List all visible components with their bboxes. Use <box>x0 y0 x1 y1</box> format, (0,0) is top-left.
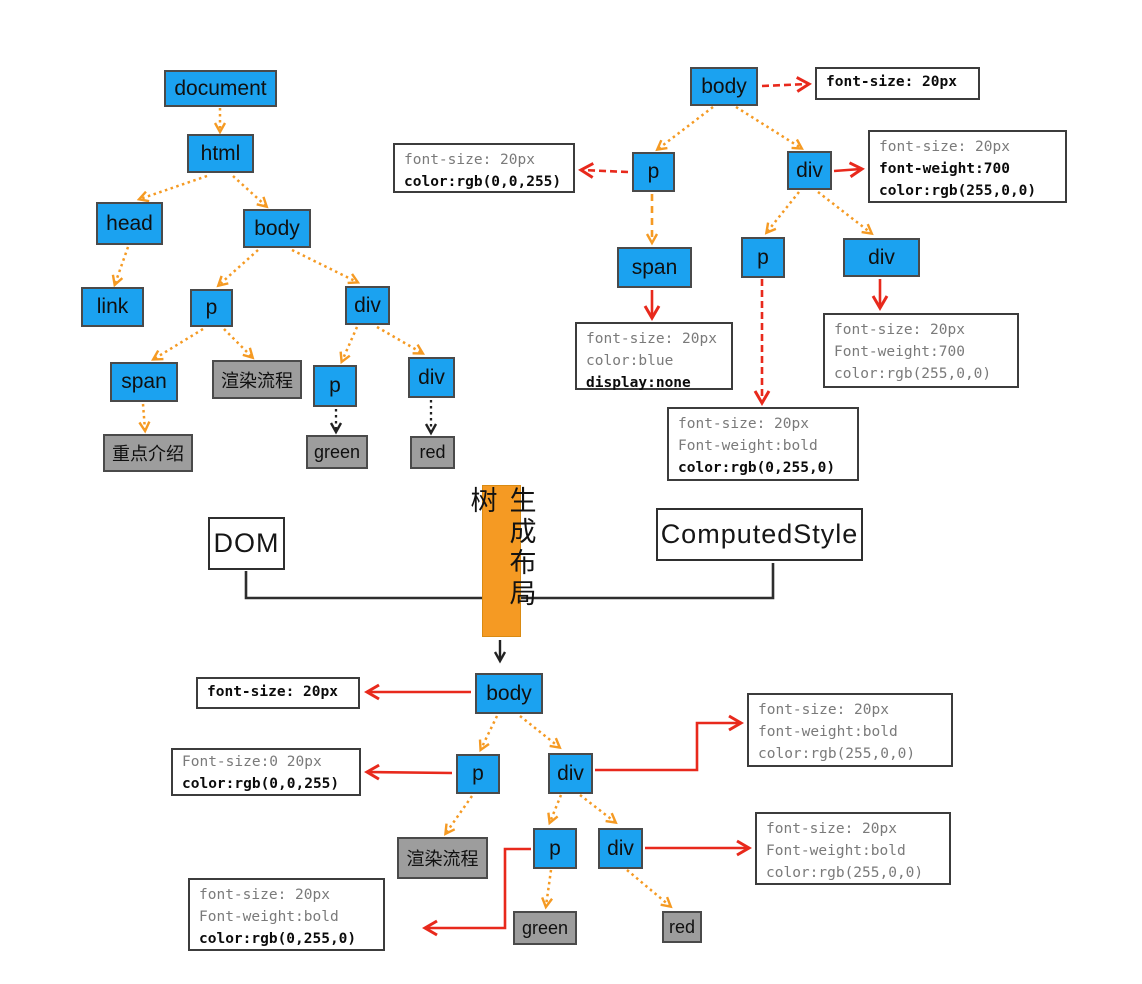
style-property-line: Font-weight:bold <box>766 842 906 859</box>
style-property-line: font-size: 20px <box>826 74 957 90</box>
style-property-line: font-size: 20px <box>199 887 330 903</box>
layout-node-div2: div <box>598 828 643 869</box>
arrow-csp-stylebox <box>578 162 629 179</box>
arrow-html-body <box>232 175 269 209</box>
cs-style-box-div: font-size: 20px font-weight:700 color:rgb(… <box>868 130 1067 203</box>
arrow-span-highlight <box>138 403 151 434</box>
style-property-line: color:rgb(255,0,0) <box>879 182 1037 199</box>
layout-node-render-flow: 渲染流程 <box>397 837 488 879</box>
style-property-line: font-size: 20px <box>586 331 717 347</box>
arrow-csbody-p <box>655 106 714 152</box>
arrow-p-renderflow <box>223 328 255 360</box>
layout-node-body: body <box>475 673 543 714</box>
cs-node-div2: div <box>843 238 920 277</box>
layout-node-green: green <box>513 911 577 945</box>
arrow-div-div2 <box>376 325 426 355</box>
cs-style-box-span: font-size: 20px color:blue display:none <box>575 322 733 391</box>
dom-node-head: head <box>96 202 163 245</box>
style-property-line: display:none <box>586 374 691 391</box>
style-property-line: font-size: 20px <box>678 416 809 432</box>
dom-node-html: html <box>187 134 254 173</box>
arrow-ltdiv-p2 <box>547 794 563 826</box>
dom-node-document: document <box>164 70 277 107</box>
cs-node-span: span <box>617 247 692 288</box>
dom-node-render-flow: 渲染流程 <box>212 360 302 399</box>
arrow-csdiv-stylebox <box>833 161 865 179</box>
dom-node-red: red <box>410 436 455 469</box>
arrow-ltp-stylebox <box>364 763 453 781</box>
cs-node-body: body <box>690 67 758 106</box>
style-property-line: font-size: 20px <box>207 684 338 700</box>
style-property-line: color:rgb(255,0,0) <box>766 864 924 881</box>
dom-node-highlight: 重点介绍 <box>103 434 193 472</box>
arrow-csbody-div <box>735 105 804 150</box>
style-property-line: font-weight:bold <box>758 723 898 740</box>
arrow-ltdiv-div2 <box>579 794 618 825</box>
generate-layout-tree-box: 生成布局树 <box>467 485 536 637</box>
style-property-line: color:rgb(255,0,0) <box>834 365 992 382</box>
dom-node-div2: div <box>408 357 455 398</box>
layout-node-p2: p <box>533 828 577 869</box>
arrow-head-link <box>111 246 130 288</box>
dom-node-p: p <box>190 289 233 327</box>
style-property-line: color:rgb(0,0,255) <box>182 775 340 792</box>
style-property-line: Font-weight:bold <box>678 437 818 454</box>
arrow-ltp-renderflow <box>444 795 474 836</box>
dom-node-body: body <box>243 209 311 248</box>
style-property-line: color:blue <box>586 352 674 369</box>
style-property-line: font-size: 20px <box>766 821 897 837</box>
arrow-div-p2 <box>339 326 359 365</box>
style-property-line: color:rgb(0,255,0) <box>199 930 357 947</box>
cs-style-box-p: font-size: 20px color:rgb(0,0,255) <box>393 143 575 193</box>
arrow-p-span <box>151 327 204 361</box>
dom-node-p2: p <box>313 365 357 407</box>
style-property-line: Font-size:0 20px <box>182 754 322 770</box>
layout-style-box-div-top: font-size: 20px font-weight:bold color:rgb… <box>747 693 953 767</box>
arrow-body-div <box>291 248 361 285</box>
dom-node-div: div <box>345 286 390 325</box>
cs-node-div: div <box>787 151 832 190</box>
cs-style-box-body: font-size: 20px <box>815 67 980 100</box>
layout-node-p: p <box>456 754 500 794</box>
arrow-csdiv-p2 <box>764 191 800 235</box>
arrow-ltdiv2-red <box>626 869 673 909</box>
style-property-line: font-size: 20px <box>879 139 1010 155</box>
style-property-line: font-size: 20px <box>758 702 889 718</box>
style-property-line: font-size: 20px <box>834 322 965 338</box>
dom-node-link: link <box>81 287 144 327</box>
dom-label-box: DOM <box>208 517 285 570</box>
computedstyle-label-box: ComputedStyle <box>656 508 863 561</box>
cs-node-p: p <box>632 152 675 192</box>
arrow-ltp2-stylebox-elbow <box>422 847 531 937</box>
arrow-ltbody-p <box>478 715 499 753</box>
style-property-line: color:rgb(0,255,0) <box>678 459 836 476</box>
style-property-line: font-weight:700 <box>879 160 1010 177</box>
layout-node-div: div <box>548 753 593 794</box>
arrow-ltbody-div <box>519 715 562 750</box>
layout-node-red: red <box>662 911 702 943</box>
layout-style-box-body: font-size: 20px <box>196 677 360 709</box>
arrow-ltdiv-stylebox-elbow <box>595 714 744 772</box>
arrow-csbody-stylebox <box>761 76 812 93</box>
style-property-line: Font-weight:bold <box>199 908 339 925</box>
style-property-line: color:rgb(0,0,255) <box>404 173 562 190</box>
style-property-line: color:rgb(255,0,0) <box>758 745 916 762</box>
dom-node-span: span <box>110 362 178 402</box>
style-property-line: Font-weight:700 <box>834 343 965 360</box>
arrow-csdiv-div2 <box>817 191 874 236</box>
cs-node-p2: p <box>741 237 785 278</box>
arrow-body-p <box>216 249 259 288</box>
arrow-ltp2-green <box>541 869 554 910</box>
arrow-html-head <box>136 174 208 203</box>
layout-style-box-p: Font-size:0 20px color:rgb(0,0,255) <box>171 748 361 796</box>
dom-node-green: green <box>306 435 368 469</box>
style-property-line: font-size: 20px <box>404 152 535 168</box>
